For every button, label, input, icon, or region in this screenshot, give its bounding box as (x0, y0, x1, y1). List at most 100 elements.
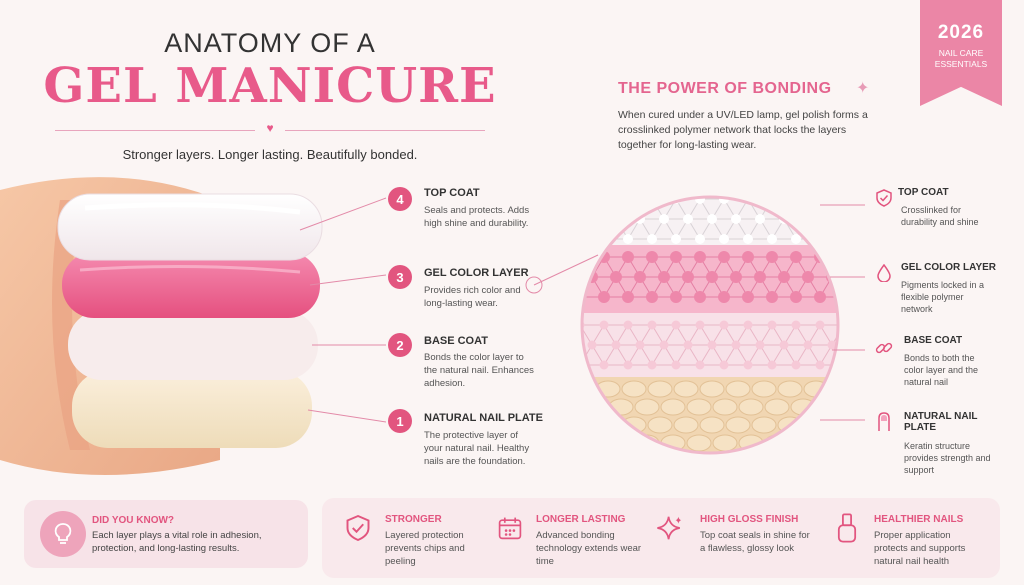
molecule-node (670, 251, 682, 263)
molecule-node (815, 234, 825, 244)
molecule-node (623, 234, 633, 244)
molecule-bond (831, 198, 838, 220)
keratin-cell (843, 399, 865, 415)
legend-desc-base-coat: Bonds to both the color layer and the na… (904, 353, 979, 387)
droplet-icon (874, 263, 894, 283)
molecule-node (814, 291, 826, 303)
page-title: GEL MANICURE (43, 58, 497, 114)
molecule-node (766, 251, 778, 263)
molecule-node (815, 320, 825, 330)
molecule-node (694, 251, 706, 263)
molecule-node (803, 340, 813, 350)
molecule-node (671, 320, 681, 330)
legend-desc-top-coat: Crosslinked for durability and shine (901, 205, 979, 227)
molecule-node (683, 340, 693, 350)
keratin-cell (686, 398, 712, 416)
molecule-node (599, 320, 609, 330)
molecule-node (803, 214, 813, 224)
layer-desc-gel-color: Provides rich color and long-lasting wea… (424, 285, 521, 309)
lightbulb-icon (40, 511, 86, 557)
connector-4 (299, 197, 387, 231)
molecule-node (647, 234, 657, 244)
legend-desc-gel-color: Pigments locked in a flexible polymer ne… (901, 280, 985, 314)
molecule-node (755, 340, 765, 350)
molecule-bond (795, 198, 809, 220)
molecule-node (754, 271, 766, 283)
legend-connector-lines (820, 204, 865, 421)
chain-link-icon (874, 338, 894, 358)
molecule-node (695, 320, 705, 330)
molecule-bond (831, 256, 838, 278)
keratin-cell (712, 434, 738, 452)
molecule-bond (582, 218, 593, 240)
bonding-title: THE POWER OF BONDING (618, 80, 832, 97)
keratin-cell (582, 398, 608, 416)
benefit-desc-healthier-nails: Proper application protects and supports… (874, 530, 966, 567)
molecule-node (718, 251, 730, 263)
molecule-node (802, 271, 814, 283)
legend-desc-natural-nail: Keratin structure provides strength and … (904, 441, 991, 475)
magnifier-source-circle (525, 276, 543, 294)
molecule-node (767, 360, 777, 370)
keratin-cell (660, 398, 686, 416)
molecule-node (646, 251, 658, 263)
layer-desc-natural-nail: The protective layer of your natural nai… (424, 430, 530, 467)
molecule-node (718, 291, 730, 303)
molecule-node (851, 214, 861, 224)
molecule-node (731, 340, 741, 350)
molecule-node (840, 361, 849, 370)
molecule-node (767, 320, 777, 330)
legend-title-base-coat: BASE COAT (904, 335, 963, 346)
title-top: ANATOMY OF A (164, 28, 376, 58)
molecule-bond (582, 256, 593, 278)
molecule-node (719, 320, 729, 330)
molecule-node (791, 197, 801, 204)
molecule-node (852, 341, 861, 350)
keratin-cell (634, 398, 660, 416)
molecule-node (790, 251, 802, 263)
molecule-node (755, 214, 765, 224)
layer-desc-base-coat: Bonds the color layer to the natural nai… (424, 352, 534, 389)
keratin-cell (647, 380, 673, 398)
keratin-cell (725, 380, 751, 398)
keratin-cell (647, 416, 673, 434)
molecule-node (582, 234, 585, 244)
keratin-cell (843, 435, 865, 451)
molecule-node (827, 340, 837, 350)
molecule-bond (844, 325, 856, 345)
molecule-node (838, 291, 850, 303)
molecule-bond (844, 277, 856, 297)
subtitle: Stronger layers. Longer lasting. Beautif… (122, 147, 418, 162)
molecule-node (682, 271, 694, 283)
molecule-node (791, 320, 801, 330)
keratin-cell (829, 416, 838, 434)
molecule-node (840, 321, 849, 330)
layer-title-natural-nail: NATURAL NAIL PLATE (424, 412, 543, 424)
molecule-node (671, 234, 681, 244)
molecule-node (587, 214, 597, 224)
legend-title-gel-color: GEL COLOR LAYER (901, 262, 997, 273)
layer-number-4: 4 (388, 187, 412, 211)
molecule-node (599, 360, 609, 370)
molecule-node (827, 214, 837, 224)
cuticle-shape (52, 200, 90, 450)
molecule-node (743, 234, 753, 244)
keratin-cell (764, 398, 790, 416)
benefit-title-healthier-nails: HEALTHIER NAILS (874, 514, 964, 525)
keratin-cell (751, 416, 777, 434)
keratin-cell (686, 434, 712, 452)
molecule-node (839, 234, 849, 244)
sparkle-icon (655, 513, 685, 543)
molecule-bond (627, 198, 641, 220)
molecule-node (695, 197, 705, 204)
molecule-node (742, 291, 754, 303)
benefit-title-stronger: STRONGER (385, 514, 442, 525)
molecule-node (767, 234, 777, 244)
molecule-node (707, 214, 717, 224)
legend-title-natural-nail: NATURAL NAIL PLATE (904, 411, 978, 433)
gel-color-layer (62, 252, 320, 318)
molecule-node (582, 197, 585, 204)
magnifier-connector (533, 254, 599, 286)
did-you-know-title: DID YOU KNOW? (92, 515, 175, 526)
molecule-bond (807, 218, 821, 240)
